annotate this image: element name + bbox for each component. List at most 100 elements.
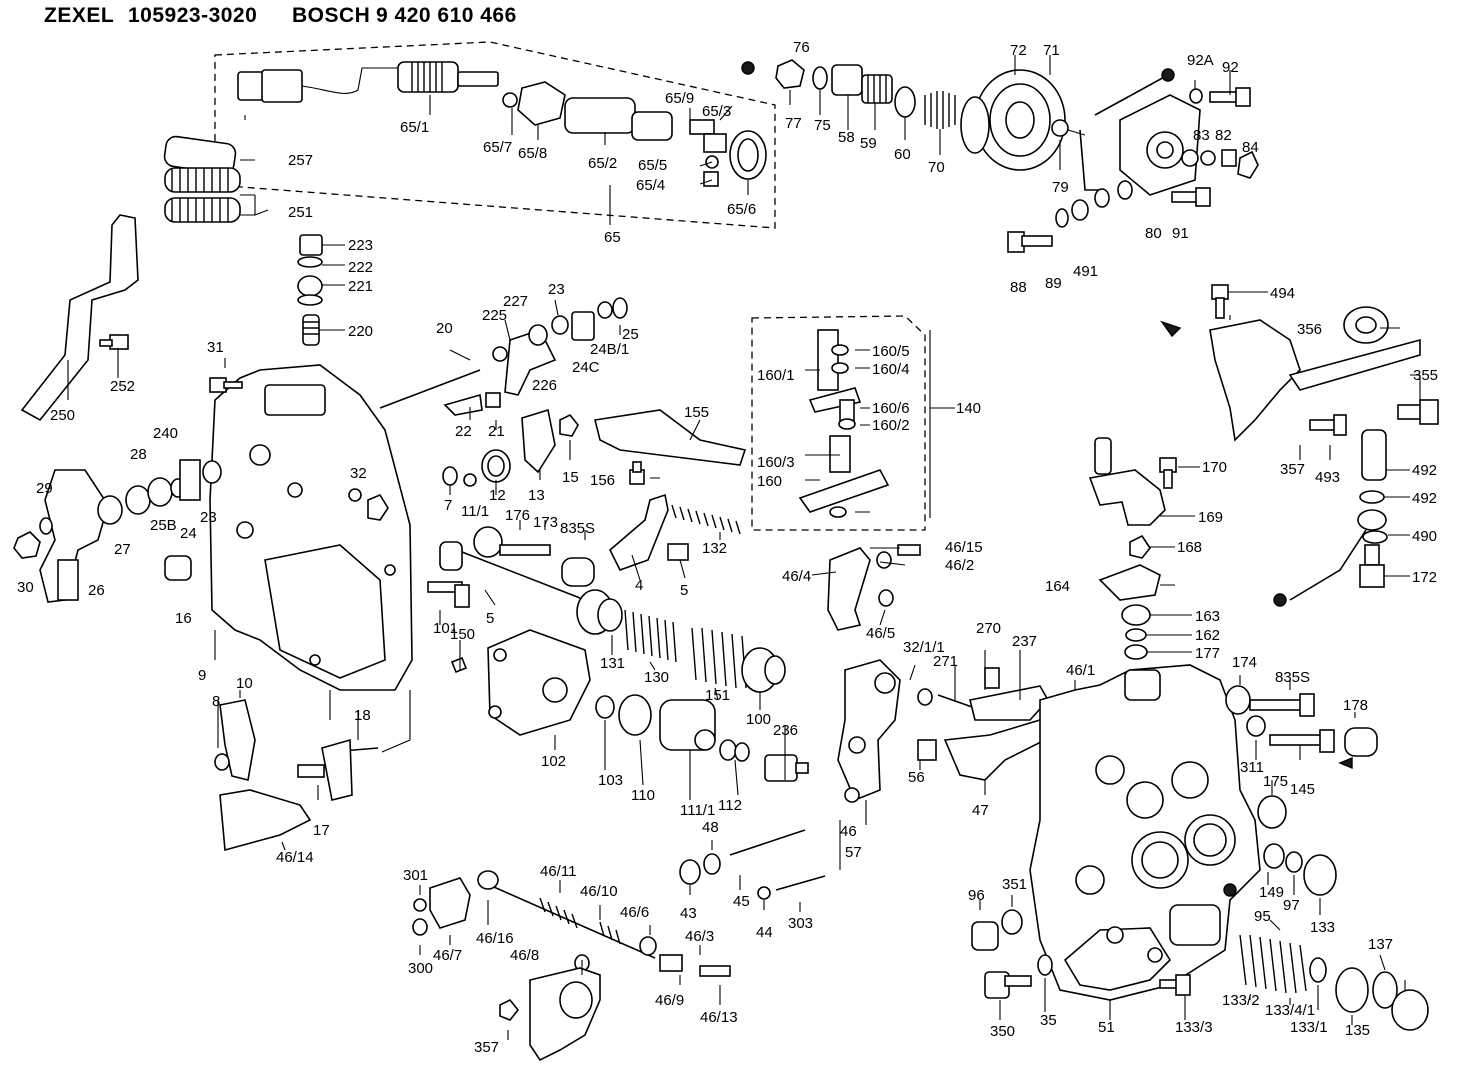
spring-46-15 [876,551,892,569]
shaft-160-1 [817,329,839,391]
label: 32/1/1 [903,639,945,656]
washer-82 [1221,149,1237,167]
label: 223 [348,237,373,254]
label: 58 [838,129,855,146]
label: 355 [1413,367,1438,384]
flange-150 [576,589,623,635]
fitting-493 [1361,429,1387,481]
label: 156 [590,472,615,489]
bolt-88 [1007,231,1053,253]
label: 16 [175,610,192,627]
label: 9 [198,667,206,684]
label: 155 [684,404,709,421]
label: 251 [288,204,313,221]
nut-145 [1263,843,1285,869]
label: 65/7 [483,139,512,156]
bolt-357a [1211,284,1229,319]
label: 30 [17,579,34,596]
nut-494 [1343,306,1389,344]
label: 28 [130,446,147,463]
screw-92 [1209,87,1251,107]
label: 23 [548,281,565,298]
bolt-46-14 [897,544,921,556]
shaft-8 [321,738,379,801]
label: 270 [976,620,1001,637]
plug-311 [1257,795,1287,829]
label: 46/5 [866,625,895,642]
label: 75 [814,117,831,134]
label: 79 [1052,179,1069,196]
housing-35 [1063,926,1172,991]
nut-79 [1051,119,1069,137]
label: 236 [773,722,798,739]
screw-175 [1269,729,1335,753]
spring-130 [691,627,747,689]
bolt-252 [99,334,129,350]
pin-32-1-1 [937,694,976,709]
lever-13 [521,408,556,474]
shaft-20 [379,369,481,409]
label: 51 [1098,1019,1115,1036]
spring-12 [481,449,511,483]
header-brand-bosch: BOSCH [292,4,371,27]
washer-102 [595,695,615,719]
ring-96 [1001,909,1023,935]
bracket-plate [1288,338,1421,391]
ring-133-4 [1309,957,1327,983]
label: 494 [1270,285,1295,302]
label: 80 [1145,225,1162,242]
bracket-4 [609,493,669,571]
ring-163 [1125,628,1147,642]
label: 70 [928,159,945,176]
label: 47 [972,802,989,819]
lever-46-2 [827,547,871,631]
pump-housing-237 [1029,664,1261,1001]
label: 65/8 [518,145,547,162]
label: 18 [354,707,371,724]
shaft-140 [439,541,581,599]
label: 22 [455,423,472,440]
label: 43 [680,905,697,922]
ring-221 [297,275,323,297]
label: 96 [968,887,985,904]
label: 177 [1195,645,1220,662]
plug-835s-b [1344,727,1378,757]
label: 170 [1202,459,1227,476]
clip-25 [612,297,628,319]
label: 46/8 [510,947,539,964]
label: 56 [908,769,925,786]
spring-131 [624,609,677,663]
bolt-51 [1159,974,1191,996]
washer-303 [413,898,427,912]
clip-65-9 [689,119,715,135]
label: 835S [560,520,595,537]
label: 133/3 [1175,1019,1213,1036]
label: 20 [436,320,453,337]
spring-135 [1372,971,1398,1009]
label: 24C [572,359,600,376]
washer-492 [1359,490,1385,504]
washer-160-5 [831,344,849,356]
bolt-490 [1359,544,1385,588]
label: 311 [1240,759,1264,776]
bracket-79 [1079,129,1100,191]
label: 493 [1315,469,1340,486]
label: 357 [1280,461,1305,478]
label: 303 [788,915,813,932]
nut-46-10 [639,936,657,956]
label: 300 [408,960,433,977]
spring-27 [97,495,123,525]
label: 71 [1043,42,1060,59]
label: 65/3 [702,103,731,120]
label: 491 [1073,263,1098,280]
plug-95 [971,921,999,951]
label: 11/1 [461,503,489,520]
ring-60 [894,86,916,118]
ring-164 [1121,604,1151,626]
label: 46/9 [655,992,684,1009]
banjo-pipe [1273,509,1387,607]
label: 12 [489,487,506,504]
label: 175 [1263,773,1288,790]
screw-271 [984,667,1000,689]
label: 102 [541,753,566,770]
